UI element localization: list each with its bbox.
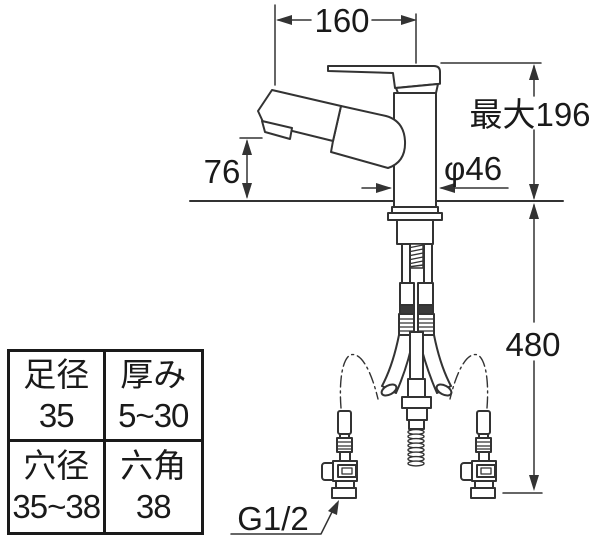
dim-label-max196: 最大196 <box>469 96 590 133</box>
dim-label-160: 160 <box>314 2 369 39</box>
spec-cell-ashikei: 足径 35 <box>10 352 106 442</box>
spec-value: 5~30 <box>118 396 189 434</box>
spec-cell-anakei: 穴径 35~38 <box>10 442 106 532</box>
left-hose-end <box>380 383 398 397</box>
spec-value: 35~38 <box>12 488 101 525</box>
spec-value: 38 <box>135 488 172 525</box>
hose-swing-phantom <box>339 354 489 409</box>
left-tube <box>401 243 411 285</box>
pullout-hose <box>401 331 432 467</box>
dim-label-76: 76 <box>204 153 241 190</box>
faucet-handle <box>327 65 441 94</box>
right-tube <box>423 243 433 285</box>
spec-cell-atsumi: 厚み 5~30 <box>105 352 201 442</box>
faucet-spout <box>257 89 407 169</box>
dim-label-phi46: φ46 <box>444 150 502 187</box>
dimension-76 <box>239 137 263 198</box>
spec-label: 厚み <box>120 355 187 393</box>
spec-label: 足径 <box>23 355 90 393</box>
dim-label-g12: G1/2 <box>237 500 309 537</box>
right-hose-upper <box>417 282 434 307</box>
dimension-arrowheads <box>242 15 539 515</box>
check-valve-left <box>321 410 358 499</box>
left-hose-upper <box>399 282 415 307</box>
check-valve-right <box>460 410 497 499</box>
spec-value: 35 <box>38 396 75 434</box>
dim-label-480: 480 <box>505 326 560 363</box>
spec-label: 六角 <box>120 447 187 484</box>
leader-g12 <box>230 503 337 535</box>
supply-hoses <box>380 243 453 397</box>
spec-label: 穴径 <box>23 447 90 484</box>
mounting-flange <box>387 206 443 245</box>
spout-body <box>330 105 407 169</box>
spray-head <box>257 89 342 142</box>
dimension-480 <box>502 204 543 494</box>
right-hose-band <box>417 304 434 315</box>
spec-cell-rokkaku: 六角 38 <box>106 442 202 532</box>
coil-spring <box>407 428 425 467</box>
hex-fitting <box>401 396 432 409</box>
spec-table: 足径 35 厚み 5~30 穴径 35~38 六角 38 <box>7 349 204 535</box>
handle-joint <box>395 83 439 94</box>
aerator-tip <box>261 120 293 140</box>
left-hose-band <box>399 304 415 315</box>
